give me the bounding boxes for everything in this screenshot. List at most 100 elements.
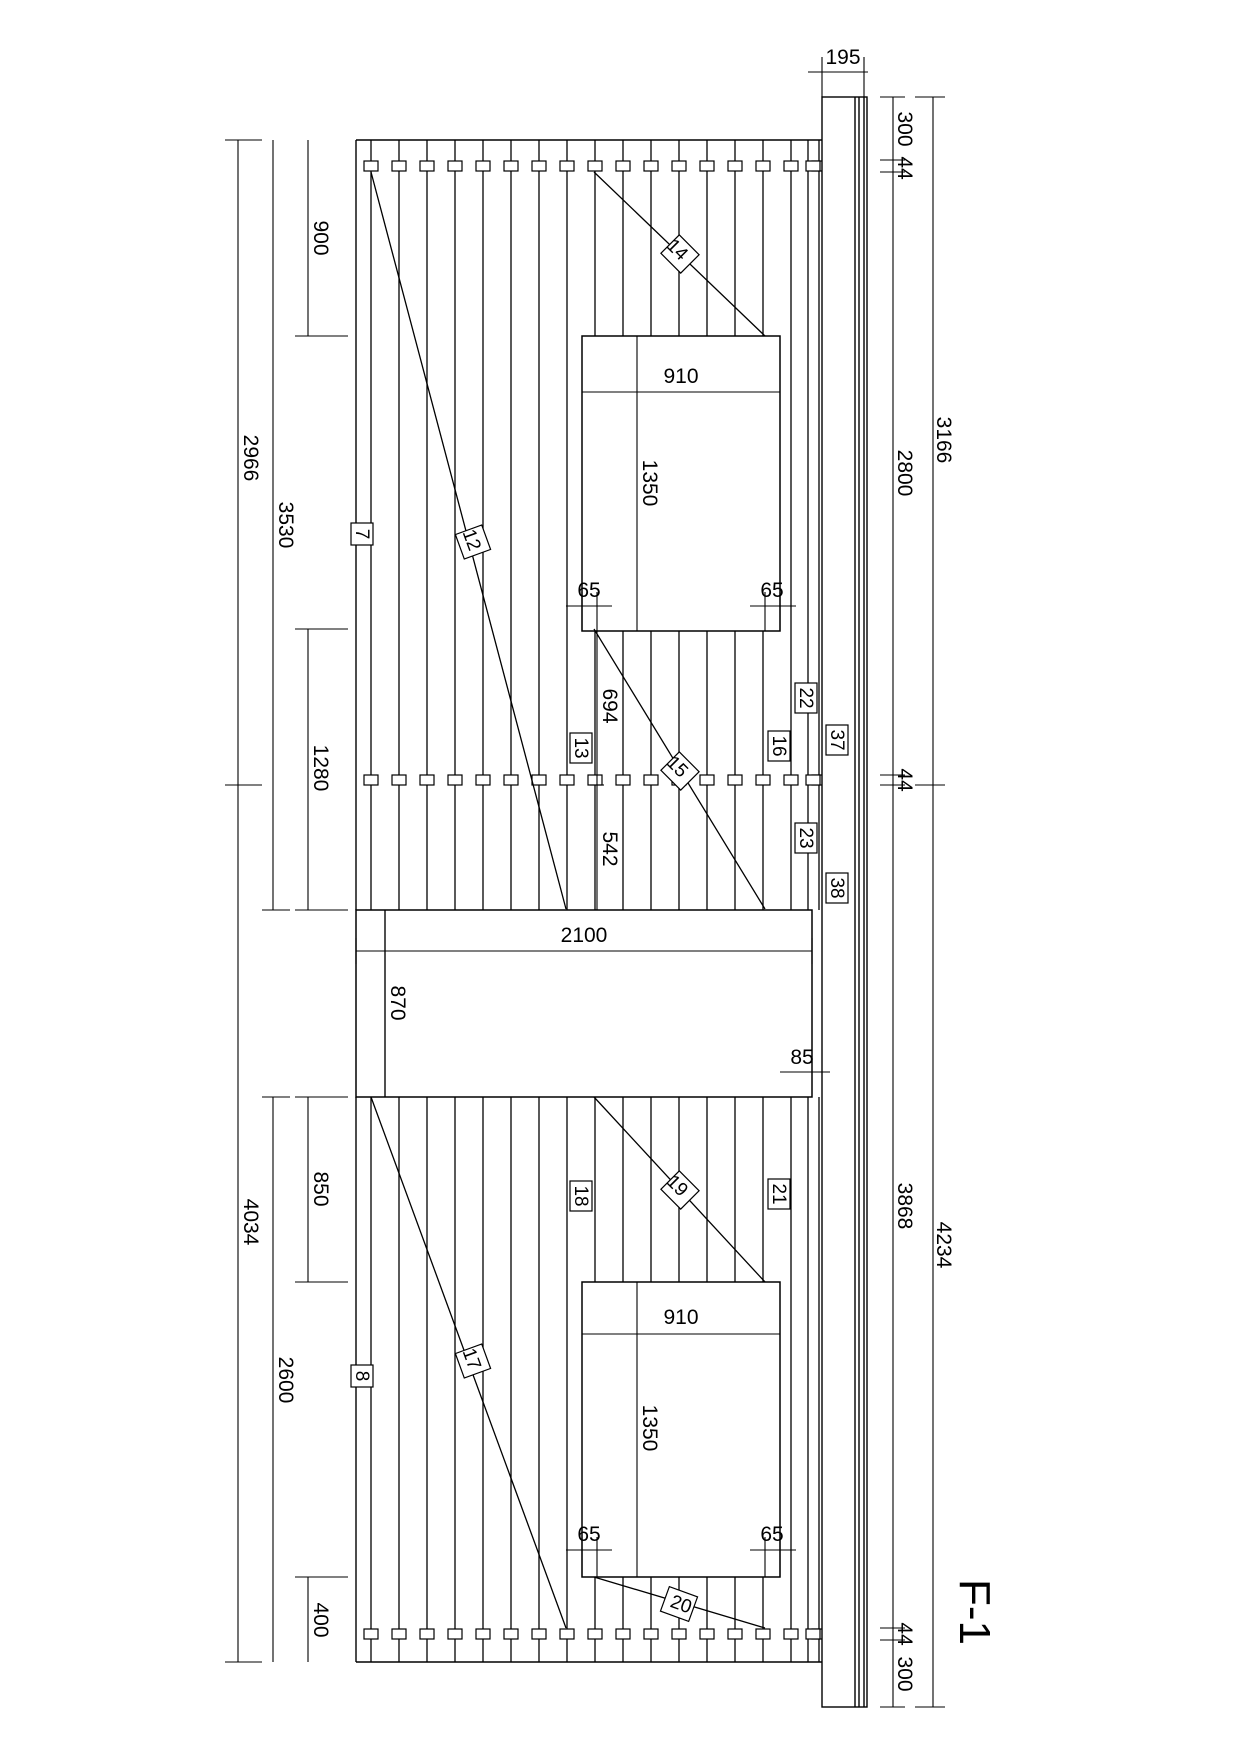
stair-opening-1 <box>581 335 781 632</box>
dim-1280: 1280 <box>309 745 332 792</box>
tag-23: 23 <box>795 827 816 848</box>
tag-7: 7 <box>351 529 372 540</box>
block-bottom-16 <box>783 1628 799 1640</box>
block-mid-6 <box>503 774 519 786</box>
dim-opening1-gap-right: 65 <box>760 579 783 602</box>
dim-300-bottom: 300 <box>893 1656 916 1691</box>
block-bottom-11 <box>643 1628 659 1640</box>
block-top-12 <box>671 160 687 172</box>
block-bottom-4 <box>447 1628 463 1640</box>
block-bottom-12 <box>671 1628 687 1640</box>
dim-opening2-gap-left: 65 <box>577 1523 600 1546</box>
dim-opening2-width: 910 <box>663 1306 698 1329</box>
block-mid-4 <box>447 774 463 786</box>
block-bottom-7 <box>531 1628 547 1640</box>
block-bottom-2 <box>391 1628 407 1640</box>
dim-landing-edge: 85 <box>790 1046 813 1069</box>
block-bottom-3 <box>419 1628 435 1640</box>
blocking-row-bottom <box>363 1628 855 1640</box>
dim-44-top: 44 <box>893 156 916 180</box>
block-bottom-6 <box>503 1628 519 1640</box>
tag-13: 13 <box>570 737 591 758</box>
dim-900: 900 <box>309 220 332 255</box>
block-bottom-1 <box>363 1628 379 1640</box>
stair-opening-2 <box>581 1281 781 1578</box>
block-mid-15 <box>755 774 771 786</box>
block-bottom-8 <box>559 1628 575 1640</box>
tag-18: 18 <box>570 1185 591 1206</box>
dim-2800: 2800 <box>893 450 916 497</box>
tag-16: 16 <box>768 735 789 756</box>
dim-694: 694 <box>598 688 621 723</box>
block-top-14 <box>727 160 743 172</box>
dim-opening2-height: 1350 <box>638 1405 661 1452</box>
blocking-row-top <box>363 160 855 172</box>
dim-4034: 4034 <box>239 1199 262 1246</box>
dim-landing-depth: 870 <box>386 985 409 1020</box>
block-bottom-5 <box>475 1628 491 1640</box>
member-tags <box>350 234 849 1623</box>
dim-44-mid: 44 <box>893 768 916 792</box>
dimension-lines <box>225 57 945 1708</box>
dim-542: 542 <box>598 831 621 866</box>
block-top-5 <box>475 160 491 172</box>
dim-opening2-gap-right: 65 <box>760 1523 783 1546</box>
block-mid-2 <box>391 774 407 786</box>
dimension-labels: 195 3166 4234 300 44 2800 44 3868 44 300… <box>239 46 955 1692</box>
block-top-3 <box>419 160 435 172</box>
dim-195: 195 <box>825 46 860 69</box>
dim-44-bottom: 44 <box>893 1622 916 1646</box>
block-bottom-13 <box>699 1628 715 1640</box>
block-top-9 <box>587 160 603 172</box>
block-mid-10 <box>615 774 631 786</box>
block-top-8 <box>559 160 575 172</box>
dim-400: 400 <box>309 1602 332 1637</box>
dim-2966: 2966 <box>239 435 262 482</box>
tag-38: 38 <box>826 877 847 898</box>
block-top-13 <box>699 160 715 172</box>
block-top-15 <box>755 160 771 172</box>
block-mid-8 <box>559 774 575 786</box>
sheet-title: F-1 <box>950 1579 999 1645</box>
block-top-4 <box>447 160 463 172</box>
block-mid-16 <box>783 774 799 786</box>
dim-850: 850 <box>309 1171 332 1206</box>
tag-37: 37 <box>826 729 847 750</box>
block-top-11 <box>643 160 659 172</box>
block-bottom-19 <box>805 1628 821 1640</box>
block-top-7 <box>531 160 547 172</box>
block-mid-13 <box>699 774 715 786</box>
dim-opening1-height: 1350 <box>638 460 661 507</box>
block-top-19 <box>805 160 821 172</box>
block-mid-5 <box>475 774 491 786</box>
tag-22: 22 <box>795 687 816 708</box>
block-mid-19 <box>805 774 821 786</box>
block-bottom-14 <box>727 1628 743 1640</box>
block-top-6 <box>503 160 519 172</box>
dim-2600: 2600 <box>274 1357 297 1404</box>
block-top-2 <box>391 160 407 172</box>
block-mid-11 <box>643 774 659 786</box>
block-mid-7 <box>531 774 547 786</box>
block-mid-3 <box>419 774 435 786</box>
dim-3166: 3166 <box>932 417 955 464</box>
block-mid-14 <box>727 774 743 786</box>
block-bottom-10 <box>615 1628 631 1640</box>
blocking-row-mid <box>363 774 855 786</box>
block-top-16 <box>783 160 799 172</box>
dim-3868: 3868 <box>893 1183 916 1230</box>
block-top-10 <box>615 160 631 172</box>
dim-300-top: 300 <box>893 111 916 146</box>
block-bottom-9 <box>587 1628 603 1640</box>
landing-opening <box>355 909 813 1098</box>
tag-8: 8 <box>351 1371 372 1382</box>
block-mid-9 <box>587 774 603 786</box>
block-top-1 <box>363 160 379 172</box>
dim-4234: 4234 <box>932 1222 955 1269</box>
dim-opening1-width: 910 <box>663 365 698 388</box>
tag-21: 21 <box>768 1183 789 1204</box>
dim-opening1-gap-left: 65 <box>577 579 600 602</box>
dim-landing-width: 2100 <box>561 924 608 947</box>
block-bottom-15 <box>755 1628 771 1640</box>
block-mid-1 <box>363 774 379 786</box>
